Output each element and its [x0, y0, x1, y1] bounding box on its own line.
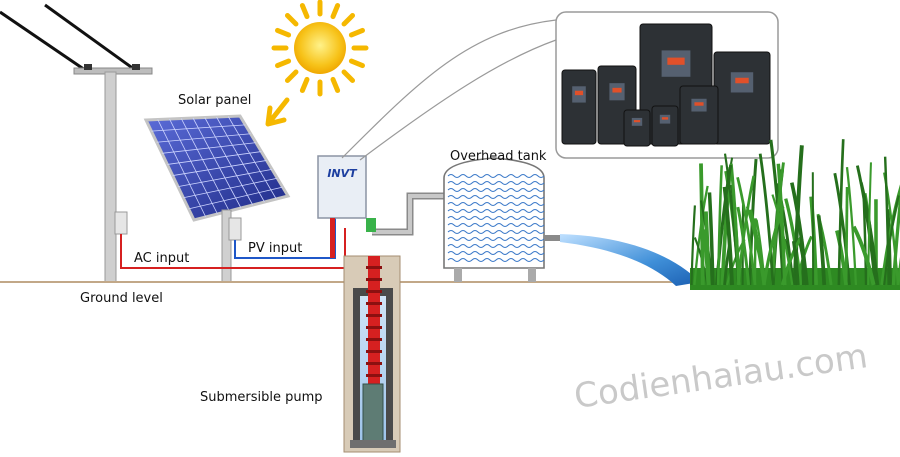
water-stream: [560, 234, 700, 286]
utility-pole: [0, 3, 153, 283]
grass-field: [690, 139, 900, 290]
inverter-box: INVT: [317, 155, 367, 258]
label-pv-input: PV input: [248, 241, 302, 256]
inverter-product-callout: [555, 11, 779, 159]
overhead-tank: [443, 157, 566, 282]
label-solar-panel: Solar panel: [178, 93, 251, 108]
watermark: Codienhaiau.com: [572, 336, 870, 417]
label-ac-input: AC input: [134, 251, 189, 266]
inverter-logo: INVT: [327, 167, 358, 180]
well: [343, 255, 401, 453]
label-overhead-tank: Overhead tank: [450, 149, 547, 164]
sun-arrow-icon: [265, 97, 290, 127]
label-submersible-pump: Submersible pump: [200, 390, 323, 405]
sun-icon: [265, 0, 369, 127]
solar-panel: [143, 114, 291, 283]
ac-wire: [120, 228, 346, 269]
label-ground-level: Ground level: [80, 291, 163, 306]
